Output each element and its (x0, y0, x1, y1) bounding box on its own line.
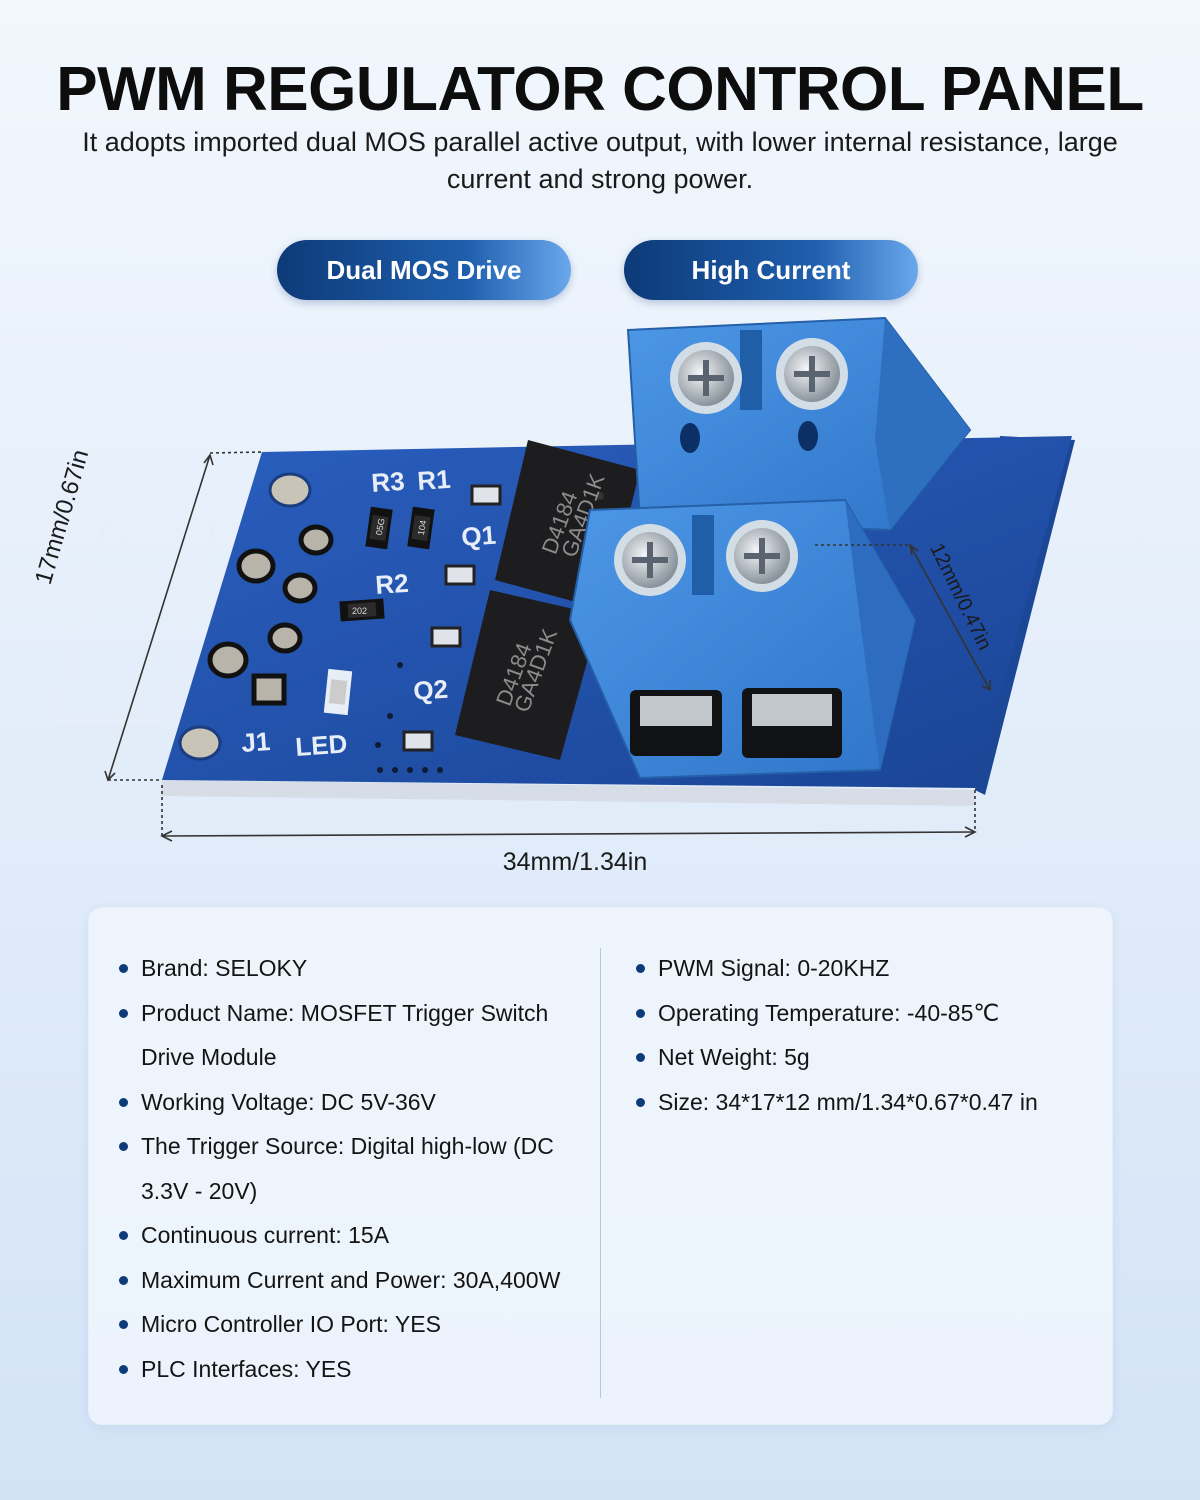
screw-terminal-back (626, 316, 972, 532)
spec-item: Operating Temperature: -40-85℃ (634, 991, 1094, 1036)
via-dots (375, 662, 443, 773)
specs-divider (600, 948, 601, 1398)
spec-item: PLC Interfaces: YES (117, 1347, 587, 1392)
spec-item: Maximum Current and Power: 30A,400W (117, 1258, 587, 1303)
label-r2: R2 (374, 568, 409, 600)
spec-item: Working Voltage: DC 5V-36V (117, 1080, 587, 1125)
spec-item: Product Name: MOSFET Trigger Switch Driv… (117, 991, 587, 1080)
label-j1: J1 (240, 726, 271, 758)
label-r1: R1 (416, 464, 451, 496)
page-subtitle: It adopts imported dual MOS parallel act… (82, 127, 1118, 194)
product-image: R3 R1 R2 Q1 Q2 J1 LED 05G 104 202 D4184 (53, 316, 1075, 842)
dimension-width-label: 34mm/1.34in (502, 848, 648, 876)
svg-text:05G: 05G (374, 517, 387, 535)
specs-panel: Brand: SELOKY Product Name: MOSFET Trigg… (88, 907, 1113, 1425)
j1-header-pins (53, 518, 334, 722)
mosfet-q2: D4184 GA4D1K (402, 590, 600, 760)
smd-resistor: 05G 104 202 (339, 506, 435, 622)
spec-item: PWM Signal: 0-20KHZ (634, 946, 1094, 991)
label-q1: Q1 (460, 520, 497, 552)
spec-item: Brand: SELOKY (117, 946, 587, 991)
label-q2: Q2 (412, 674, 449, 706)
svg-text:202: 202 (352, 606, 367, 616)
dimension-line-width (160, 785, 977, 842)
screw-terminal-front (568, 498, 917, 780)
page-title: PWM REGULATOR CONTROL PANEL (56, 55, 1144, 124)
svg-text:104: 104 (416, 519, 428, 536)
dimension-line-height (104, 451, 263, 782)
label-led: LED (294, 728, 348, 762)
feature-badge-high-current: High Current (624, 240, 918, 300)
spec-item: Micro Controller IO Port: YES (117, 1302, 587, 1347)
specs-list-right: PWM Signal: 0-20KHZ Operating Temperatur… (634, 946, 1094, 1124)
dimension-line-depth (815, 543, 991, 692)
label-r3: R3 (370, 466, 405, 498)
spec-item: Size: 34*17*12 mm/1.34*0.67*0.47 in (634, 1080, 1094, 1125)
mounting-hole (178, 472, 312, 761)
spec-item: Continuous current: 15A (117, 1213, 587, 1258)
specs-list-left: Brand: SELOKY Product Name: MOSFET Trigg… (117, 946, 587, 1391)
led-indicator (323, 668, 353, 716)
spec-item: The Trigger Source: Digital high-low (DC… (117, 1124, 587, 1213)
feature-badge-dual-mos: Dual MOS Drive (277, 240, 571, 300)
spec-item: Net Weight: 5g (634, 1035, 1094, 1080)
